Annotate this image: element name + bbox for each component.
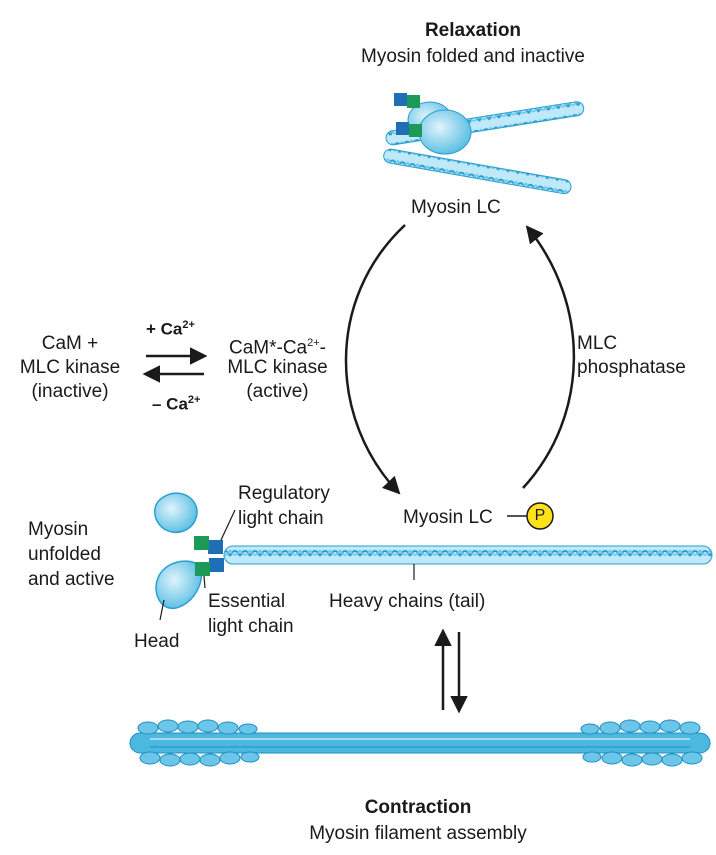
inactive-kinase-line1: CaM +	[41, 333, 99, 354]
regulatory-leader	[220, 509, 236, 541]
myosin-state-line1: Myosin	[28, 519, 89, 540]
folded-essential-chain-2	[409, 124, 422, 137]
phosphate-label: P	[534, 507, 546, 524]
upper-myosin-head	[154, 492, 198, 534]
minus-calcium-label: – Ca2+	[152, 394, 201, 414]
active-kinase-line2: MLC kinase	[227, 357, 328, 378]
regulatory-light-chain-line2: light chain	[238, 508, 324, 529]
mlc-phosphatase-line2: phosphatase	[577, 357, 686, 378]
filament-right-heads	[580, 719, 703, 767]
folded-regulatory-chain-2	[396, 122, 409, 135]
active-kinase-line1: CaM*-Ca2+-	[229, 337, 326, 359]
myosin-state-line2: unfolded	[28, 544, 101, 565]
folded-head-front	[418, 109, 472, 155]
head-label: Head	[134, 631, 180, 652]
essential-chain-block-2	[195, 562, 210, 576]
filament-shaft	[129, 732, 711, 754]
dephosphorylation-arrow	[522, 225, 576, 489]
folded-tail-lower	[383, 148, 572, 195]
essential-chain-block	[194, 536, 209, 550]
contraction-title: Contraction	[364, 797, 472, 818]
essential-light-chain-line1: Essential	[208, 591, 286, 612]
filament-left-heads	[137, 719, 260, 767]
phosphate-circle	[526, 502, 554, 530]
regulatory-chain-block-2	[209, 558, 224, 572]
myosin-filament-illustration	[129, 719, 711, 767]
inactive-kinase-line3: (inactive)	[31, 381, 109, 402]
regulatory-chain-block	[208, 540, 223, 554]
essential-leader	[203, 575, 206, 589]
relaxation-subtitle: Myosin folded and inactive	[361, 46, 585, 67]
active-kinase-line3: (active)	[246, 381, 309, 402]
mlc-phosphatase-line1: MLC	[577, 333, 618, 354]
unfolded-myosin-illustration	[154, 492, 713, 609]
phosphorylation-arrow	[344, 224, 406, 495]
heavy-chain-tail	[223, 545, 713, 565]
essential-light-chain-line2: light chain	[208, 616, 294, 637]
lower-myosin-head	[155, 560, 203, 609]
regulatory-light-chain-line1: Regulatory	[238, 483, 330, 504]
myosin-lc-top-label: Myosin LC	[411, 197, 501, 218]
inactive-kinase-line2: MLC kinase	[19, 357, 121, 378]
folded-regulatory-chain	[394, 93, 407, 106]
folded-myosin-illustration	[383, 93, 585, 195]
head-leader	[159, 599, 165, 621]
plus-calcium-label: + Ca2+	[146, 319, 195, 339]
contraction-subtitle: Myosin filament assembly	[309, 823, 527, 844]
folded-essential-chain	[407, 95, 420, 108]
myosin-state-line3: and active	[28, 569, 115, 590]
relaxation-title: Relaxation	[424, 20, 522, 41]
myosin-lc-phospho-label: Myosin LC	[403, 507, 493, 528]
heavy-chains-label: Heavy chains (tail)	[329, 591, 486, 612]
